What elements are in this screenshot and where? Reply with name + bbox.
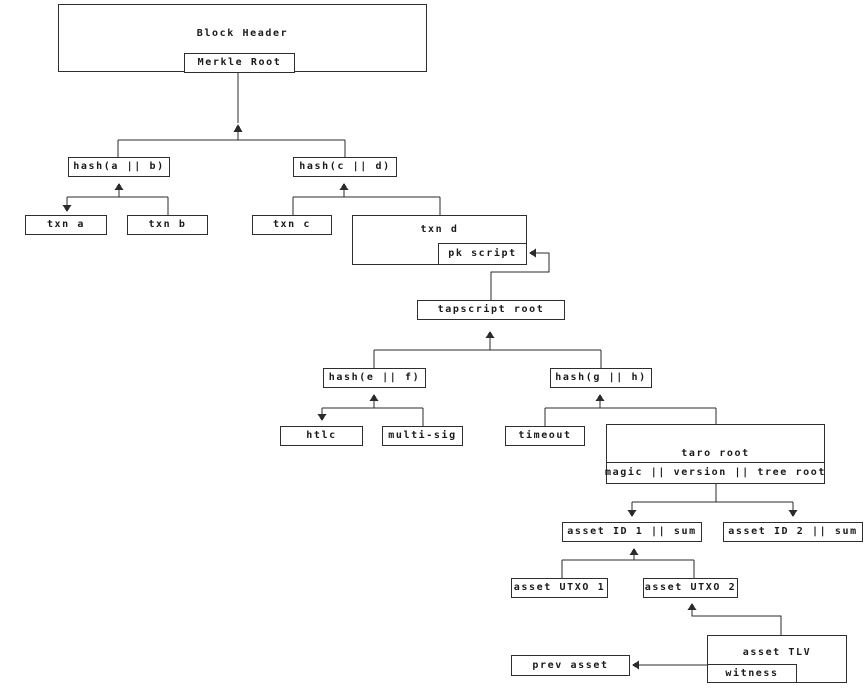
node-htlc: htlc — [280, 426, 363, 446]
arrow-up-hash-cd — [339, 183, 349, 190]
connector-taro-to-asset-ids — [631, 484, 794, 510]
arrow-down-asset-id-2 — [788, 510, 798, 517]
node-pk-script: pk script — [438, 243, 527, 265]
connector-tlv-to-utxo-2 — [691, 610, 782, 635]
arrow-down-txn-a — [62, 205, 72, 212]
arrow-up-hash-ab — [114, 183, 124, 190]
node-txn-b: txn b — [127, 215, 208, 235]
node-hash-e-f: hash(e || f) — [323, 368, 426, 388]
arrow-down-htlc — [317, 414, 327, 421]
node-hash-a-b: hash(a || b) — [68, 157, 170, 177]
arrow-up-hash-ef — [369, 394, 379, 401]
node-witness: witness — [707, 664, 797, 683]
arrow-up-asset-utxo-2 — [687, 603, 697, 610]
node-txn-a: txn a — [25, 215, 107, 235]
connector-hash-gh-children — [544, 395, 717, 426]
node-hash-c-d: hash(c || d) — [293, 157, 397, 177]
node-asset-id-1-sum: asset ID 1 || sum — [562, 522, 702, 542]
arrow-left-prev-asset — [632, 660, 639, 670]
connector-tapscript-children — [373, 332, 602, 368]
connector-merkle-to-hashes — [117, 73, 346, 157]
arrow-up-hash-gh — [595, 394, 605, 401]
connector-hash-ef-children — [321, 395, 424, 426]
connector-asset-id-1-children — [561, 549, 695, 578]
arrow-up-tapscript — [485, 331, 495, 338]
node-magic-version-tree-root: magic || version || tree root — [605, 462, 825, 484]
node-timeout: timeout — [505, 426, 585, 446]
node-multi-sig: multi-sig — [382, 426, 463, 446]
connector-hash-ab-children — [66, 184, 169, 215]
node-asset-id-2-sum: asset ID 2 || sum — [723, 522, 863, 542]
connector-hash-cd-children — [292, 184, 441, 215]
node-hash-g-h: hash(g || h) — [550, 368, 652, 388]
node-txn-c: txn c — [252, 215, 332, 235]
node-prev-asset: prev asset — [511, 655, 630, 676]
arrow-down-asset-id-1 — [627, 510, 637, 517]
arrow-left-pk-script — [529, 248, 536, 258]
node-merkle-root: Merkle Root — [184, 53, 295, 73]
arrow-up-asset-id-1 — [629, 548, 639, 555]
arrow-up-merkle — [233, 124, 243, 132]
node-asset-utxo-2: asset UTXO 2 — [643, 578, 738, 598]
node-asset-utxo-1: asset UTXO 1 — [511, 578, 608, 598]
node-tapscript-root: tapscript root — [417, 300, 565, 320]
